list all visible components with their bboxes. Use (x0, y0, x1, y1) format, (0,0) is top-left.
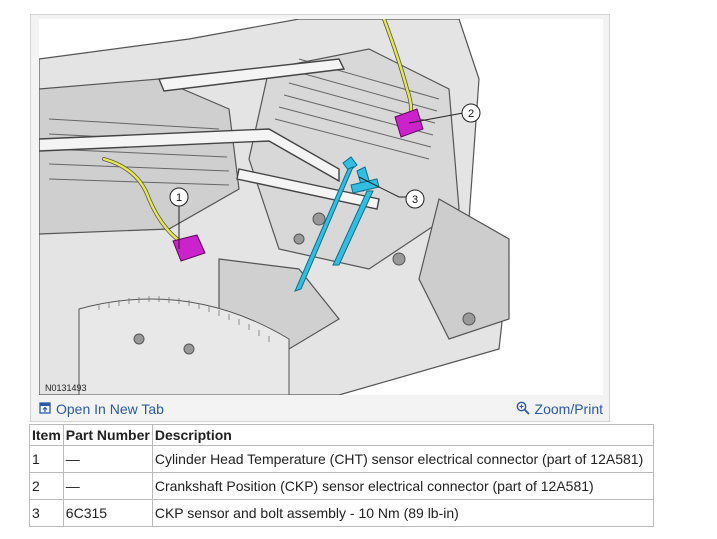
figure-toolbar: Open In New Tab Zoom/Print (39, 399, 603, 419)
callout-1: 1 (169, 187, 189, 207)
part-number-cell: 6C315 (62, 499, 153, 527)
description-cell: Crankshaft Position (CKP) sensor electri… (151, 472, 654, 500)
engine-illustration: 1 2 3 N0131493 (39, 19, 603, 395)
figure-container: 1 2 3 N0131493 Open In New Tab (30, 14, 610, 422)
table-header-row: Item Part Number Description (29, 424, 654, 446)
header-item: Item (29, 424, 64, 446)
part-number-cell: — (62, 472, 153, 500)
svg-text:3: 3 (412, 194, 418, 206)
magnifier-icon (516, 401, 530, 418)
item-cell: 3 (29, 499, 64, 527)
table-row: 3 6C315 CKP sensor and bolt assembly - 1… (29, 499, 654, 527)
figure-id: N0131493 (45, 383, 87, 393)
item-cell: 2 (29, 472, 64, 500)
zoom-print-label: Zoom/Print (534, 401, 603, 417)
description-cell: CKP sensor and bolt assembly - 10 Nm (89… (151, 499, 654, 527)
callout-2: 2 (461, 103, 481, 123)
item-cell: 1 (29, 445, 64, 473)
callout-3: 3 (405, 189, 425, 209)
open-tab-icon (39, 401, 51, 417)
svg-text:1: 1 (176, 192, 182, 204)
table-row: 1 — Cylinder Head Temperature (CHT) sens… (29, 445, 654, 473)
open-in-new-tab-label: Open In New Tab (56, 401, 164, 417)
zoom-print-link[interactable]: Zoom/Print (516, 401, 603, 418)
engine-drawing: 1 2 3 (39, 19, 510, 395)
description-cell: Cylinder Head Temperature (CHT) sensor e… (151, 445, 654, 473)
parts-table: Item Part Number Description 1 — Cylinde… (29, 424, 654, 527)
header-part-number: Part Number (62, 424, 153, 446)
table-row: 2 — Crankshaft Position (CKP) sensor ele… (29, 472, 654, 500)
svg-text:2: 2 (468, 108, 474, 120)
header-description: Description (151, 424, 654, 446)
open-in-new-tab-link[interactable]: Open In New Tab (39, 401, 164, 417)
part-number-cell: — (62, 445, 153, 473)
